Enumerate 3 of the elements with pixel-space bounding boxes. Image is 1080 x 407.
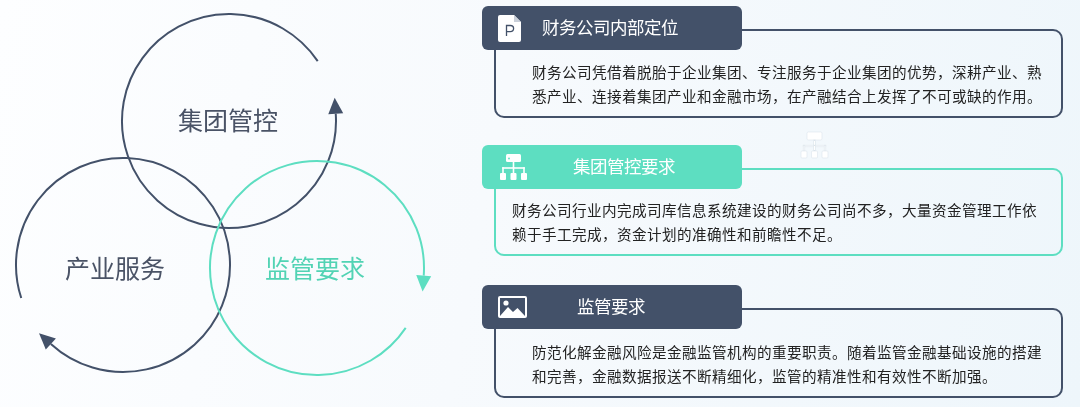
circle-label: 监管要求 — [265, 255, 365, 285]
circle-label: 集团管控 — [178, 107, 278, 137]
circle-label: 产业服务 — [65, 255, 165, 285]
